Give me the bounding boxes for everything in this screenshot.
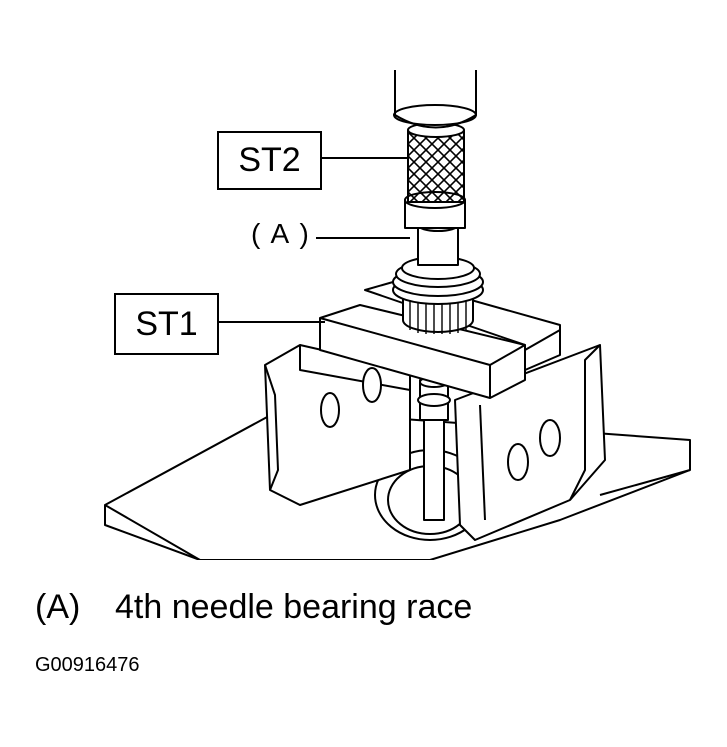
st1-label: ST1	[135, 304, 198, 343]
st2-label-box: ST2	[217, 131, 322, 190]
st1-label-box: ST1	[114, 293, 219, 355]
figure-id: G00916476	[35, 654, 140, 676]
legend-key: (A)	[35, 588, 81, 626]
legend-description: 4th needle bearing race	[115, 588, 473, 626]
shaft	[417, 376, 451, 521]
bearing-race	[392, 256, 484, 334]
left-support-block	[264, 344, 411, 506]
press-diagram	[104, 70, 691, 560]
legend: (A) 4th needle bearing race	[35, 588, 472, 627]
st2-ram	[393, 70, 477, 266]
callout-a-label: ( A )	[251, 218, 311, 249]
st2-label: ST2	[238, 141, 301, 179]
